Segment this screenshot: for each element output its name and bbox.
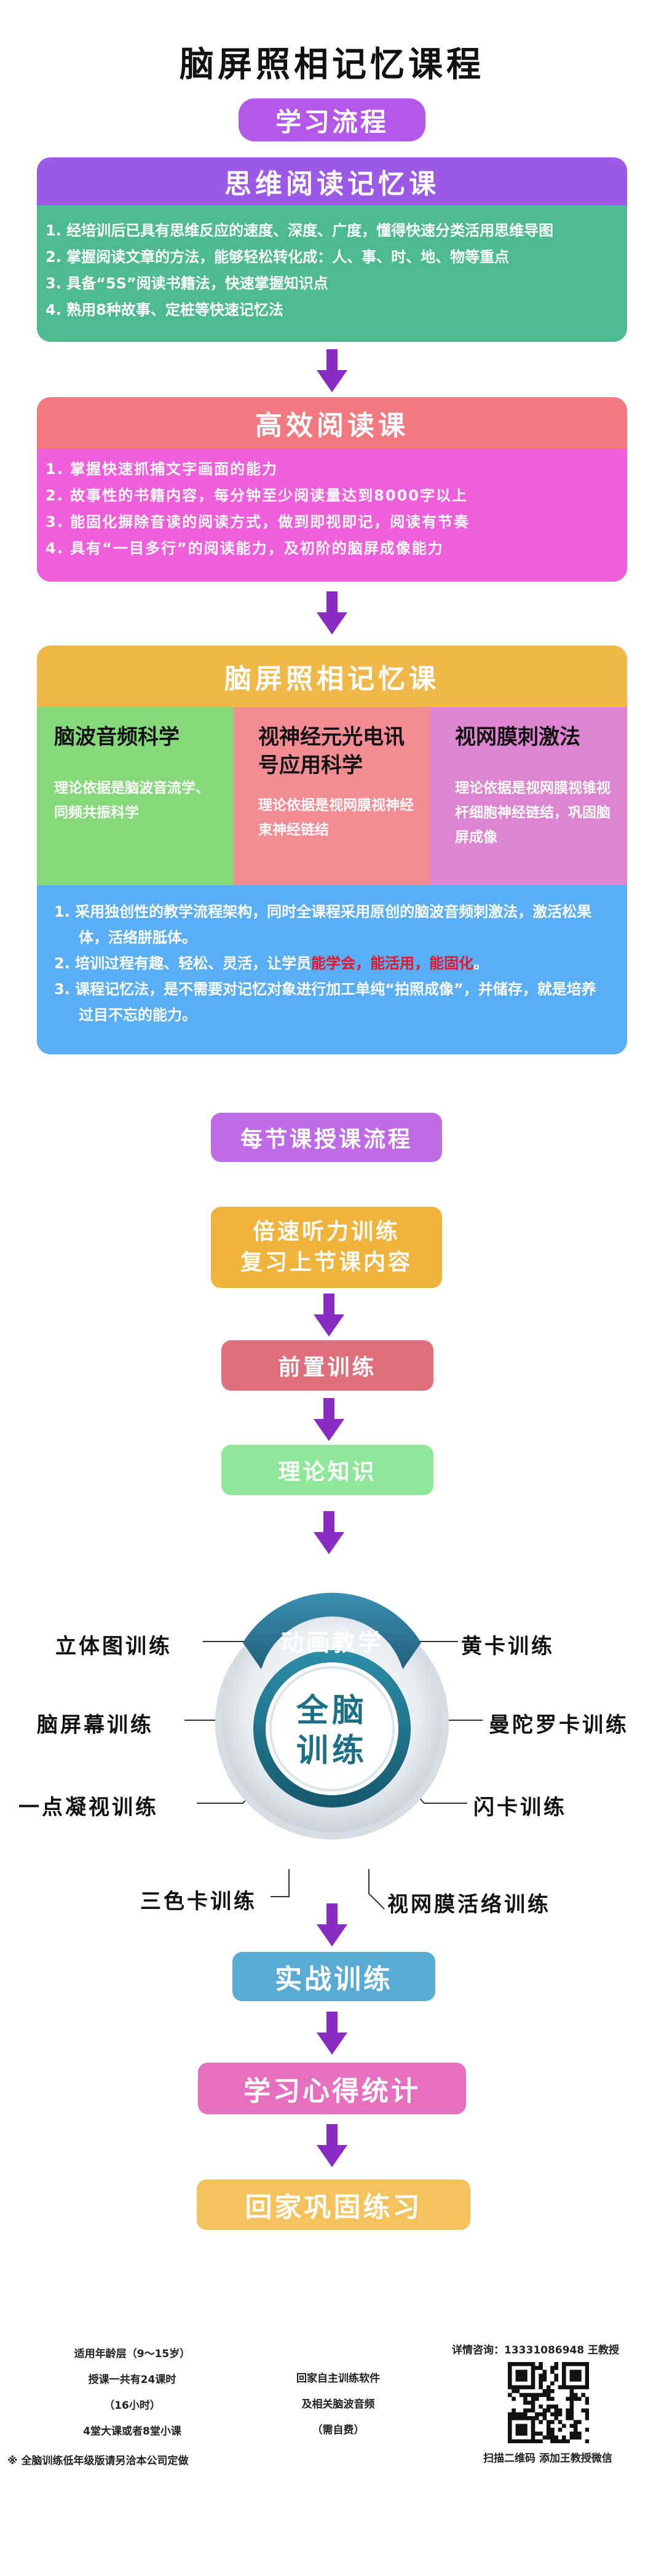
training-label: 立体图训练 bbox=[55, 1634, 172, 1659]
footer-course-info: 适用年龄层（9～15岁） 授课一共有24课时 （16小时） 4堂大课或者8堂小课 bbox=[37, 2341, 227, 2444]
list-item: 4. 具有“一目多行”的阅读能力，及初阶的脑屏成像能力 bbox=[45, 540, 444, 557]
column-desc: 理论依据是视网膜视锥视杆细胞神经链结，巩固脑屏成像 bbox=[455, 780, 611, 845]
section-brain-photo-memory: 脑屏照相记忆课 脑波音频科学 理论依据是脑波音流学、同频共振科学 视神经元光电讯… bbox=[37, 646, 627, 1054]
down-arrow-icon bbox=[317, 349, 347, 392]
section-points: 1. 采用独创性的教学流程架构，同时全课程采用原创的脑波音频刺激法，激活松果体，… bbox=[37, 885, 627, 1054]
step-learning-summary: 学习心得统计 bbox=[198, 2063, 466, 2114]
wheel-center-line2: 训练 bbox=[296, 1732, 368, 1769]
column-desc: 理论依据是视网膜视神经束神经链结 bbox=[258, 797, 414, 838]
contact-text: 详情咨询：13331086948 王教授 bbox=[452, 2344, 620, 2357]
footer-text: 回家自主训练软件 bbox=[296, 2373, 380, 2385]
footer-note: ※ 全脑训练低年级版请另洽本公司定做 bbox=[7, 2455, 189, 2467]
learning-flow-badge: 学习流程 bbox=[239, 98, 425, 141]
training-label: 一点凝视训练 bbox=[18, 1795, 159, 1820]
footer-text: 授课一共有24课时 bbox=[88, 2374, 176, 2386]
section-items: 1. 经培训后已具有思维反应的速度、深度、广度，懂得快速分类活用思维导图 2. … bbox=[37, 205, 627, 342]
step-listening-review: 倍速听力训练 复习上节课内容 bbox=[211, 1207, 442, 1288]
footer-text: 及相关脑波音频 bbox=[301, 2398, 375, 2411]
list-item: 4. 熟用8种故事、定桩等快速记忆法 bbox=[45, 301, 283, 318]
point-text: 。 bbox=[473, 955, 489, 972]
down-arrow-icon bbox=[314, 1398, 344, 1441]
down-arrow-icon bbox=[314, 1511, 344, 1554]
list-item: 1. 掌握快速抓捕文字画面的能力 bbox=[45, 460, 279, 478]
highlight-text: 能学会，能活用，能固化 bbox=[311, 955, 474, 972]
down-arrow-icon bbox=[317, 2124, 347, 2167]
top-arc-banner bbox=[243, 1592, 421, 1669]
section-title: 思维阅读记忆课 bbox=[37, 157, 627, 205]
footer-software-info: 回家自主训练软件 及相关脑波音频 （需自费） bbox=[252, 2366, 424, 2443]
column-title: 脑波音频科学 bbox=[54, 725, 180, 749]
list-item: 2. 故事性的书籍内容，每分钟至少阅读量达到8000字以上 bbox=[45, 487, 468, 504]
footer-text: 4堂大课或者8堂小课 bbox=[83, 2425, 181, 2438]
down-arrow-icon bbox=[317, 2012, 347, 2055]
inner-disc bbox=[266, 1662, 398, 1795]
point-text: 2. 培训过程有趣、轻松、灵活，让学员 bbox=[54, 955, 312, 972]
step-home-practice: 回家巩固练习 bbox=[197, 2179, 470, 2230]
whole-brain-wheel: 动画教学 全脑 训练 bbox=[184, 1592, 483, 1910]
qr-code-icon[interactable] bbox=[508, 2362, 590, 2444]
section-thinking-reading: 思维阅读记忆课 1. 经培训后已具有思维反应的速度、深度、广度，懂得快速分类活用… bbox=[37, 157, 627, 342]
training-label: 闪卡训练 bbox=[473, 1795, 567, 1820]
column-retina: 视网膜刺激法 理论依据是视网膜视锥视杆细胞神经链结，巩固脑屏成像 bbox=[430, 707, 627, 885]
footer-text: （16小时） bbox=[104, 2400, 160, 2412]
down-arrow-icon bbox=[317, 1903, 347, 1946]
section-items: 1. 掌握快速抓捕文字画面的能力 2. 故事性的书籍内容，每分钟至少阅读量达到8… bbox=[37, 449, 627, 582]
training-label: 脑屏幕训练 bbox=[37, 1713, 154, 1737]
column-desc: 理论依据是脑波音流学、同频共振科学 bbox=[54, 780, 210, 821]
wheel-top-label: 动画教学 bbox=[280, 1629, 384, 1656]
step-theory: 理论知识 bbox=[221, 1445, 433, 1495]
column-title: 视神经元光电讯号应用科学 bbox=[258, 725, 405, 778]
list-item: 3. 具备“5S”阅读书籍法，快速掌握知识点 bbox=[45, 275, 328, 292]
list-item: 1. 经培训后已具有思维反应的速度、深度、广度，懂得快速分类活用思维导图 bbox=[45, 222, 554, 239]
section-title: 高效阅读课 bbox=[37, 397, 627, 449]
training-label: 视网膜活络训练 bbox=[387, 1892, 551, 1917]
list-item: 3. 能固化摒除音读的阅读方式，做到即视即记，阅读有节奏 bbox=[45, 513, 470, 531]
list-item: 2. 掌握阅读文章的方法，能够轻松转化成：人、事、时、地、物等重点 bbox=[45, 248, 510, 266]
qr-caption: 扫描二维码 添加王教授微信 bbox=[483, 2452, 612, 2465]
step-practical-training: 实战训练 bbox=[232, 1952, 435, 2001]
step-pre-training: 前置训练 bbox=[221, 1340, 433, 1391]
science-columns: 脑波音频科学 理论依据是脑波音流学、同频共振科学 视神经元光电讯号应用科学 理论… bbox=[37, 707, 627, 885]
wheel-center-line1: 全脑 bbox=[296, 1693, 368, 1729]
training-label: 黄卡训练 bbox=[461, 1634, 555, 1659]
step-label: 倍速听力训练 bbox=[252, 1219, 400, 1244]
column-title: 视网膜刺激法 bbox=[455, 725, 580, 749]
page-title: 脑屏照相记忆课程 bbox=[180, 45, 484, 85]
list-item: 3. 课程记忆法，是不需要对记忆对象进行加工单纯“拍照成像”，并储存，就是培养过… bbox=[54, 981, 596, 1024]
footer-text: （需自费） bbox=[312, 2424, 365, 2436]
lesson-flow-title: 每节课授课流程 bbox=[211, 1113, 442, 1162]
down-arrow-icon bbox=[314, 1294, 344, 1337]
list-item: 2. 培训过程有趣、轻松、灵活，让学员能学会，能活用，能固化。 bbox=[54, 950, 603, 976]
column-optic-neuron: 视神经元光电讯号应用科学 理论依据是视网膜视神经束神经链结 bbox=[234, 707, 430, 885]
footer-text: 适用年龄层（9～15岁） bbox=[74, 2348, 191, 2360]
training-label: 曼陀罗卡训练 bbox=[489, 1713, 629, 1737]
section-efficient-reading: 高效阅读课 1. 掌握快速抓捕文字画面的能力 2. 故事性的书籍内容，每分钟至少… bbox=[37, 397, 627, 582]
section-title: 脑屏照相记忆课 bbox=[37, 646, 627, 707]
column-brainwave: 脑波音频科学 理论依据是脑波音流学、同频共振科学 bbox=[37, 707, 234, 885]
step-label: 复习上节课内容 bbox=[240, 1250, 413, 1275]
list-item: 1. 采用独创性的教学流程架构，同时全课程采用原创的脑波音频刺激法，激活松果体，… bbox=[54, 903, 592, 946]
down-arrow-icon bbox=[317, 591, 347, 634]
training-label: 三色卡训练 bbox=[140, 1889, 257, 1914]
